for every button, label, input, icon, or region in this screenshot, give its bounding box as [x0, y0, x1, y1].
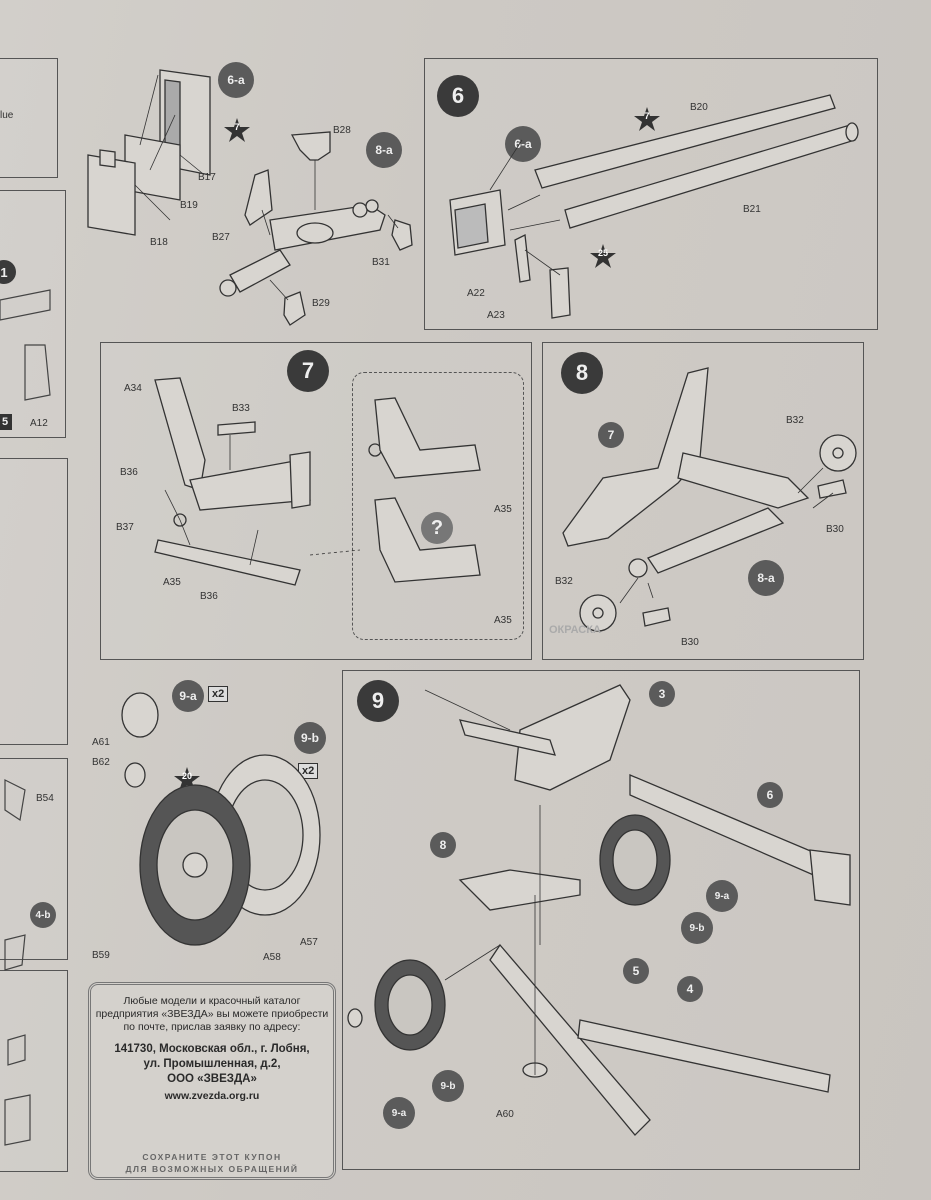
part-label: A34	[124, 383, 142, 394]
step-8-number: 8	[561, 352, 603, 394]
part-label: A57	[300, 937, 318, 948]
step-7-number: 7	[287, 350, 329, 392]
part-label: B27	[212, 232, 230, 243]
left-panel-5	[0, 970, 68, 1172]
question-icon: ?	[421, 512, 453, 544]
part-label: B19	[180, 200, 198, 211]
part-label: A12	[30, 418, 48, 429]
coupon-line: Любые модели и красочный каталог	[123, 995, 301, 1007]
ref-badge: 6	[757, 782, 783, 808]
ref-badge: 9-b	[681, 912, 713, 944]
step-8-drawing	[562, 367, 857, 632]
part-label: A22	[467, 288, 485, 299]
part-label: B32	[786, 415, 804, 426]
left-panel-1	[0, 58, 58, 178]
step-9ab-drawing	[121, 692, 321, 946]
part-label: A35	[163, 577, 181, 588]
star-reference-icon: 7	[634, 107, 660, 131]
step-7-drawing	[154, 377, 481, 586]
step-8a-drawing	[219, 131, 413, 326]
left-step-badge: 1	[0, 260, 16, 284]
part-label: B54	[36, 793, 54, 804]
left-strip-drawing	[0, 289, 51, 1146]
part-label: A23	[487, 310, 505, 321]
coupon-address: ООО «ЗВЕЗДА»	[167, 1073, 257, 1085]
coupon-stamp: СОХРАНИТЕ ЭТОТ КУПОН ДЛЯ ВОЗМОЖНЫХ ОБРАЩ…	[125, 1152, 299, 1174]
ref-badge: 8	[430, 832, 456, 858]
part-label: A60	[496, 1109, 514, 1120]
part-label: B37	[116, 522, 134, 533]
ref-badge: 9-a	[706, 880, 738, 912]
part-label: B30	[826, 524, 844, 535]
part-label: B29	[312, 298, 330, 309]
part-label: B17	[198, 172, 216, 183]
zvezda-coupon: Любые модели и красочный каталог предпри…	[88, 982, 336, 1180]
part-label: B32	[555, 576, 573, 587]
coupon-line: по почте, прислав заявку по адресу:	[123, 1021, 301, 1033]
part-label: A35	[494, 504, 512, 515]
star-reference-icon: 20	[174, 767, 200, 791]
step-9a-badge: 9-a	[172, 680, 204, 712]
step-6a-badge: 6-a	[218, 62, 254, 98]
star-reference-icon: 25	[590, 244, 616, 268]
step-8-sub-badge: 8-a	[748, 560, 784, 596]
left-text: lue	[0, 110, 14, 121]
sub-assembly-badge: 4-b	[30, 902, 56, 928]
left-panel-3	[0, 458, 68, 745]
part-label: B28	[333, 125, 351, 136]
part-label: B33	[232, 403, 250, 414]
part-label: B30	[681, 637, 699, 648]
coupon-website: www.zvezda.org.ru	[164, 1090, 260, 1102]
coupon-address: ул. Промышленная, д.2,	[143, 1058, 281, 1070]
coupon-line: предприятия «ЗВЕЗДА» вы можете приобрест…	[95, 1008, 329, 1020]
part-label: B20	[690, 102, 708, 113]
part-label: A61	[92, 737, 110, 748]
coupon-address: 141730, Московская обл., г. Лобня,	[114, 1043, 310, 1055]
ref-badge: 5	[623, 958, 649, 984]
multiplier-9a: x2	[208, 686, 229, 702]
background-text: ОКРАСКА	[549, 624, 601, 636]
step-9b-badge: 9-b	[294, 722, 326, 754]
part-label: B21	[743, 204, 761, 215]
part-label: A35	[494, 615, 512, 626]
part-label: B59	[92, 950, 110, 961]
step-9-drawing	[347, 684, 851, 1136]
step-6-number: 6	[437, 75, 479, 117]
step-6a-drawing	[87, 69, 211, 236]
step-8a-badge: 8-a	[366, 132, 402, 168]
step-6-drawing	[449, 94, 859, 319]
part-label: B31	[372, 257, 390, 268]
left-small-badge: 5	[0, 414, 13, 430]
part-label: B18	[150, 237, 168, 248]
star-reference-icon: 7	[224, 118, 250, 142]
step-7-detail-box	[352, 372, 524, 640]
step-9-number: 9	[357, 680, 399, 722]
left-panel-4	[0, 758, 68, 960]
ref-badge: 3	[649, 681, 675, 707]
ref-badge: 9-b	[432, 1070, 464, 1102]
part-label: B36	[120, 467, 138, 478]
part-label: A58	[263, 952, 281, 963]
step-6-sub-badge: 6-a	[505, 126, 541, 162]
ref-badge: 4	[677, 976, 703, 1002]
part-label: B36	[200, 591, 218, 602]
ref-badge: 7	[598, 422, 624, 448]
part-label: B62	[92, 757, 110, 768]
multiplier-9b: x2	[298, 763, 319, 779]
ref-badge: 9-a	[383, 1097, 415, 1129]
